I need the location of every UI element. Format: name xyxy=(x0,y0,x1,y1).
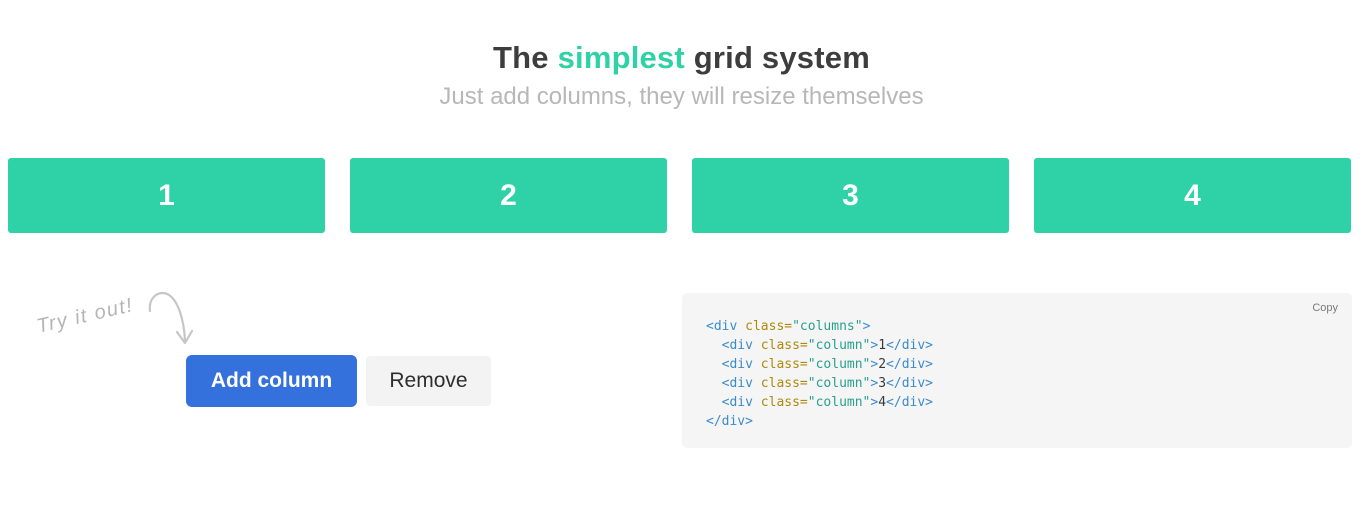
grid-column: 3 xyxy=(692,158,1009,233)
code-lines: <div class="columns"> <div class="column… xyxy=(682,293,1352,431)
page-subtitle: Just add columns, they will resize thems… xyxy=(439,83,924,110)
grid-column: 2 xyxy=(350,158,667,233)
code-line: <div class="column">3</div> xyxy=(721,376,934,391)
add-column-button[interactable]: Add column xyxy=(186,355,357,407)
code-line: <div class="column">1</div> xyxy=(721,338,934,353)
code-line: <div class="column">4</div> xyxy=(721,395,934,410)
code-line: <div class="column">2</div> xyxy=(721,357,934,372)
title-pre: The xyxy=(493,40,558,75)
remove-button[interactable]: Remove xyxy=(366,356,491,406)
code-line: <div class="columns"> xyxy=(706,319,871,334)
try-it-label: Try it out! xyxy=(34,294,136,338)
code-panel: Copy <div class="columns"> <div class="c… xyxy=(682,293,1352,448)
title-post: grid system xyxy=(684,40,870,75)
curved-arrow-icon xyxy=(148,291,194,345)
copy-button[interactable]: Copy xyxy=(1312,302,1338,314)
grid-column: 4 xyxy=(1034,158,1351,233)
page-title: The simplest grid system xyxy=(0,40,1363,76)
code-line: </div> xyxy=(706,414,753,429)
title-highlight: simplest xyxy=(557,40,685,75)
grid-column: 1 xyxy=(8,158,325,233)
